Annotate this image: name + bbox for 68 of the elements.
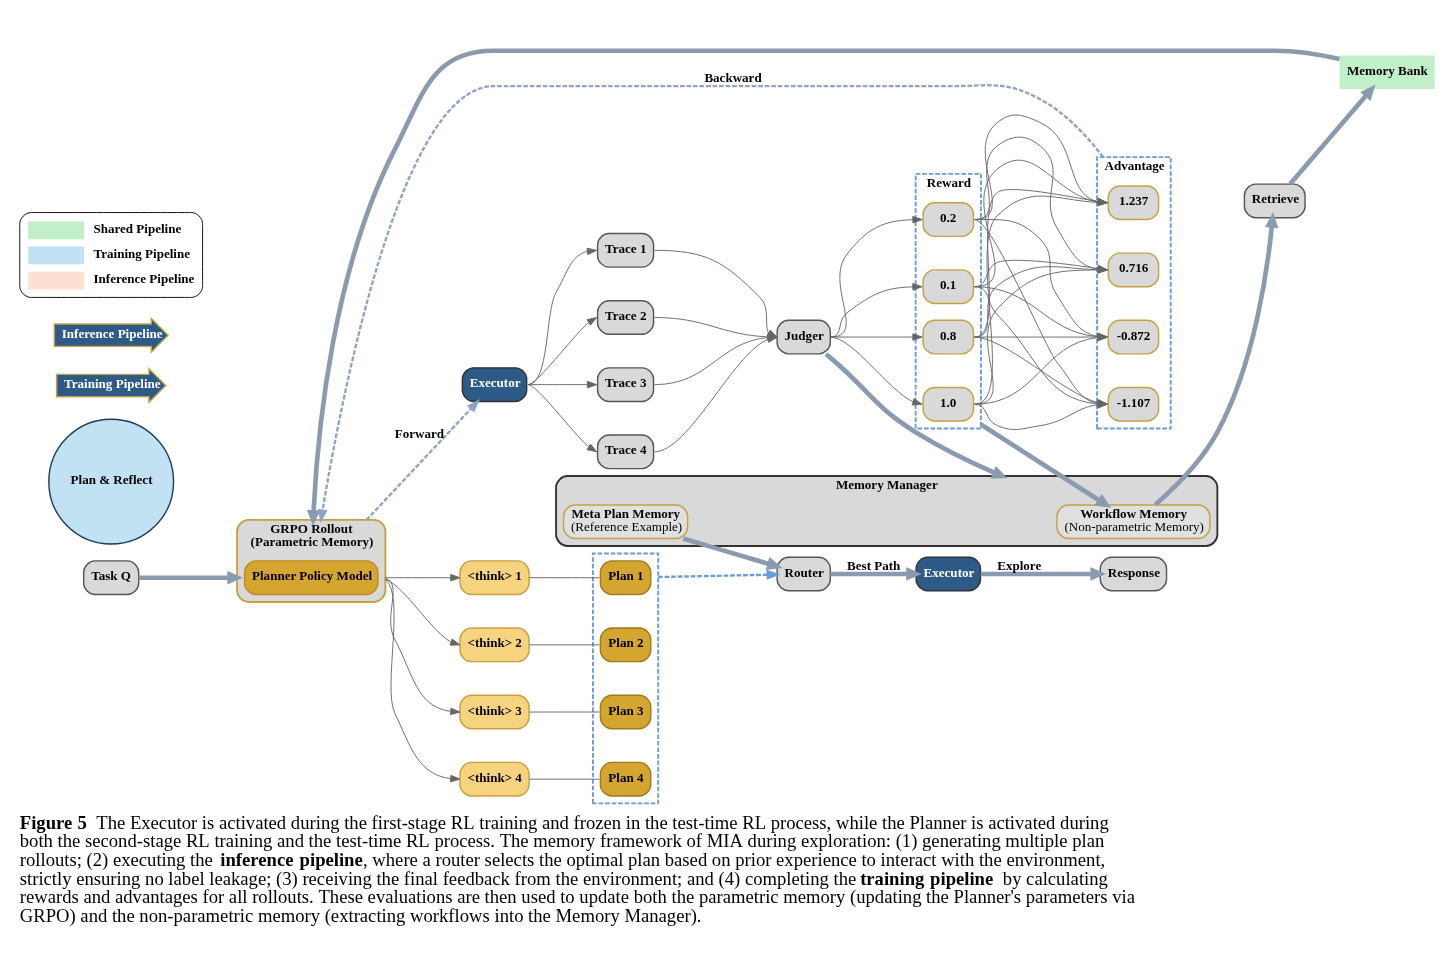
- arrow: [384, 573, 461, 581]
- node-box: Trace 4: [596, 433, 655, 469]
- node-box: -0.872: [1107, 319, 1160, 355]
- node-box: 0.8: [922, 319, 975, 355]
- arrow: [317, 83, 1104, 523]
- arrow: [829, 215, 923, 338]
- arrow: [306, 47, 1340, 526]
- node-box: -1.107: [1107, 386, 1160, 422]
- arrow: [658, 569, 781, 580]
- node-box: Retrieve: [1243, 182, 1306, 218]
- edge-label: Explore: [997, 557, 1042, 572]
- node-box: Memory Bank: [1339, 54, 1435, 89]
- node-box: Workflow Memory (Non-parametric Memory): [1056, 503, 1211, 539]
- node-box: Plan 1: [599, 559, 652, 595]
- node-box: 0.1: [922, 268, 975, 304]
- node-box: Executor: [461, 366, 528, 402]
- node-box: <think> 1: [459, 559, 530, 595]
- node-box: Router: [776, 556, 831, 591]
- legend-label: Training Pipeline: [93, 245, 191, 261]
- node-box: Trace 1: [596, 232, 655, 268]
- node-box: 0.2: [922, 201, 975, 237]
- node-circle: Plan & Reflect: [48, 418, 175, 545]
- caption: Figure 5 The Executor is activated during the first-stage RL training and frozen in the test-time RL process, while the Planner is activated during both the second-stage RL training and the test-time RL process. The memory framework of MIA during exploration: (1) generating multiple plan rollouts; (2) executing the inference pipeline, where a router selects the optimal plan based on prior experience to interact with the environment, strictly ensuring no label leakage; (3) receiving the final feedback from the environment; and (4) completing the training pipeline by calculating rewards and advantages for all rollouts. These evaluations are then used to update both the parametric memory (updating the Planner's parameters via GRPO) and the non-parametric memory (extracting workflows into the Memory Manager).: [19, 811, 1135, 926]
- arrow: [365, 398, 481, 521]
- node-box: <think> 2: [459, 626, 530, 662]
- arrow: [1153, 211, 1279, 506]
- connector: [528, 778, 600, 780]
- arrow: [1288, 84, 1376, 186]
- arrow: [973, 265, 1108, 338]
- legend-label: Inference Pipeline: [93, 270, 195, 286]
- connector: [528, 711, 600, 712]
- node-box: 0.716: [1107, 251, 1160, 287]
- arrow: [527, 380, 598, 388]
- node-box: Plan 2: [599, 626, 652, 662]
- arrow: [527, 383, 598, 452]
- arrow: [979, 422, 1112, 508]
- arrow: [527, 247, 598, 385]
- node-box: Planner Policy Model: [243, 559, 379, 595]
- arrow: [384, 578, 461, 646]
- edge-label: Forward: [394, 425, 444, 441]
- node-box: <think> 4: [459, 761, 530, 797]
- arrow: [829, 282, 923, 338]
- arrow: [682, 535, 783, 570]
- node-box: 1.237: [1107, 184, 1160, 220]
- node-box: Executor: [915, 556, 982, 591]
- node-box: Judger: [776, 319, 831, 355]
- node-box: Plan 4: [599, 761, 652, 797]
- node-box: <think> 3: [459, 694, 530, 729]
- edge-label: Best Path: [847, 557, 901, 572]
- arrow: [980, 566, 1106, 581]
- connector: [528, 576, 600, 578]
- node-box: Meta Plan Memory (Reference Example): [562, 503, 689, 539]
- node-box: Trace 2: [596, 299, 655, 335]
- arrow: [527, 316, 598, 385]
- arrow: [384, 578, 461, 782]
- arrow: [824, 351, 1008, 478]
- node-box: Trace 3: [596, 366, 655, 402]
- node-box: Plan 3: [599, 694, 652, 729]
- arrow: [384, 577, 461, 715]
- node-box: Task Q: [82, 559, 140, 595]
- cluster: [592, 552, 660, 804]
- legend-label: Shared Pipeline: [93, 220, 182, 236]
- arrow: [830, 566, 922, 581]
- node-box: 1.0: [922, 386, 975, 422]
- connector: [528, 643, 600, 645]
- edge-label: Backward: [704, 69, 762, 85]
- node-box: Response: [1099, 556, 1168, 591]
- arrow: [138, 570, 243, 585]
